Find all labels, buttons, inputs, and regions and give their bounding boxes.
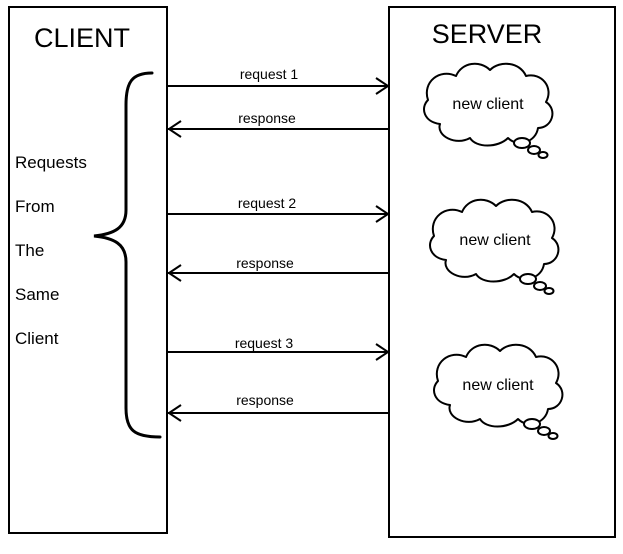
curly-brace (93, 71, 162, 439)
request-arrowhead-3 (375, 343, 390, 361)
response-arrowhead-2 (167, 264, 182, 282)
response-arrowhead-3 (167, 404, 182, 422)
request-label-2: request 2 (238, 195, 297, 211)
exchange-3: request 3 response new client (167, 335, 564, 440)
side-word-client: Client (15, 329, 59, 348)
client-box (8, 6, 168, 534)
response-label-1: response (238, 110, 296, 126)
response-label-3: response (236, 392, 294, 408)
side-word-the: The (15, 241, 44, 260)
side-word-same: Same (15, 285, 59, 304)
cloud-label-3: new client (462, 377, 534, 394)
side-word-from: From (15, 197, 55, 216)
request-arrowhead-1 (375, 77, 390, 95)
response-arrowhead-1 (167, 120, 182, 138)
server-title: SERVER (432, 19, 543, 49)
request-label-3: request 3 (235, 335, 294, 351)
cloud-label-2: new client (459, 232, 531, 249)
side-word-requests: Requests (15, 153, 87, 172)
exchange-1: request 1 response new client (167, 62, 554, 159)
cloud-label-1: new client (452, 96, 524, 113)
client-title: CLIENT (34, 23, 130, 53)
exchange-2: request 2 response new client (167, 195, 560, 295)
response-label-2: response (236, 255, 294, 271)
request-arrowhead-2 (375, 205, 390, 223)
request-label-1: request 1 (240, 66, 299, 82)
